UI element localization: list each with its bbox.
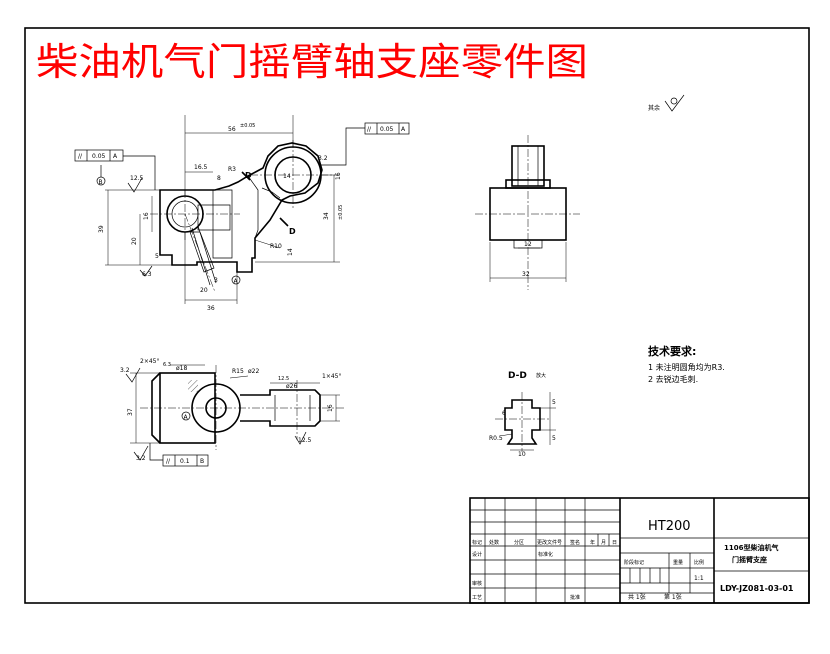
svg-text:ø18: ø18 (176, 365, 187, 372)
material-label: HT200 (648, 519, 691, 534)
svg-text:39: 39 (98, 225, 105, 233)
svg-text:34: 34 (323, 212, 330, 220)
svg-text:设计: 设计 (472, 551, 482, 558)
section-mark-d-bottom: D (289, 227, 296, 236)
svg-text:阶段标记: 阶段标记 (624, 559, 644, 566)
svg-text:工艺: 工艺 (472, 595, 482, 601)
sheet-index: 第 1张 (664, 593, 682, 601)
svg-text:比例: 比例 (694, 559, 704, 566)
svg-text:3.2: 3.2 (318, 155, 328, 162)
svg-text:月: 月 (601, 540, 606, 546)
svg-text:10: 10 (518, 451, 526, 458)
svg-text:14: 14 (287, 248, 294, 256)
svg-text:0.1: 0.1 (180, 458, 190, 465)
svg-text:A: A (401, 126, 406, 133)
svg-text:14: 14 (283, 173, 291, 180)
svg-text:R3: R3 (228, 166, 236, 173)
svg-text:16: 16 (335, 172, 342, 180)
svg-text:6.3: 6.3 (142, 271, 152, 278)
svg-text:12.5: 12.5 (298, 437, 312, 444)
datum-a-bottom-label: A (184, 414, 189, 421)
svg-text:12: 12 (524, 241, 532, 248)
svg-text:16.5: 16.5 (194, 164, 208, 171)
front-view: 56 ±0.05 16.5 8 R3 14 39 20 16 5 6.3 36 … (74, 115, 410, 312)
svg-text:12.5: 12.5 (278, 376, 289, 382)
svg-text:20: 20 (200, 287, 208, 294)
svg-text:5: 5 (155, 253, 159, 260)
svg-text:分区: 分区 (514, 539, 524, 546)
tech-requirement-2: 2 去锐边毛刺. (648, 374, 698, 384)
svg-text:ø22: ø22 (248, 368, 259, 375)
bottom-view: 2×45° 3.2 ø18 R15 ø22 ø26 1×45° 12.5 16 … (120, 358, 345, 467)
svg-text:R0.5: R0.5 (489, 435, 503, 442)
side-view: 12 32 (475, 135, 580, 290)
svg-text:1×45°: 1×45° (322, 373, 341, 380)
svg-text:签名: 签名 (570, 539, 580, 546)
svg-text:2×45°: 2×45° (140, 358, 159, 365)
svg-text://: // (78, 153, 83, 160)
svg-text:A: A (113, 153, 118, 160)
scale-value: 1:1 (694, 575, 704, 582)
svg-text:5: 5 (552, 399, 556, 406)
svg-text:±0.05: ±0.05 (338, 205, 344, 220)
datum-a-label: A (234, 278, 239, 285)
svg-text:年: 年 (590, 539, 595, 546)
svg-text:B: B (200, 458, 204, 465)
svg-text:R15: R15 (232, 368, 244, 375)
svg-text:37: 37 (127, 408, 134, 416)
drawing-title: 柴油机气门摇臂轴支座零件图 (36, 40, 588, 84)
svg-text:36: 36 (207, 305, 215, 312)
svg-text:处数: 处数 (489, 539, 499, 546)
tech-requirements-heading: 技术要求: (648, 344, 696, 358)
svg-text://: // (166, 458, 171, 465)
tech-requirements: 技术要求: 1 未注明圆角均为R3. 2 去锐边毛刺. (648, 344, 725, 384)
svg-text:ø26: ø26 (286, 383, 297, 390)
svg-text:6: 6 (502, 410, 506, 417)
svg-text:8: 8 (217, 175, 221, 182)
svg-text:3.2: 3.2 (120, 367, 130, 374)
drawing-number: LDY-JZ081-03-01 (720, 584, 794, 593)
svg-text:12.5: 12.5 (130, 175, 144, 182)
svg-text:放大: 放大 (536, 372, 546, 379)
tech-requirement-1: 1 未注明圆角均为R3. (648, 362, 725, 372)
svg-text:16: 16 (327, 404, 334, 412)
tolerance-frame-3: // 0.1 B (149, 443, 209, 467)
roughness-note: 其余 (648, 94, 685, 112)
svg-text:0.05: 0.05 (380, 126, 394, 133)
svg-text:日: 日 (612, 540, 617, 546)
tolerance-frame-1: // 0.05 A (74, 149, 156, 190)
svg-text:标准化: 标准化 (538, 551, 553, 558)
sheet-total: 共 1张 (628, 593, 646, 601)
svg-text:批准: 批准 (570, 594, 580, 601)
svg-text:更改文件号: 更改文件号 (537, 539, 562, 546)
svg-text:标记: 标记 (472, 539, 482, 546)
section-mark-d-top: D (245, 171, 252, 180)
datum-b-label: B (99, 179, 103, 186)
svg-text:32: 32 (522, 271, 530, 278)
dim-56: 56 (228, 126, 236, 133)
svg-text:5: 5 (552, 435, 556, 442)
title-block: 标记 处数 分区 更改文件号 签名 年 月 日 设计 标准化 阶段标记 重量 比… (469, 497, 810, 604)
svg-text://: // (367, 126, 372, 133)
section-label: D-D (508, 371, 527, 381)
svg-text:其余: 其余 (648, 104, 660, 112)
svg-text:±0.05: ±0.05 (240, 123, 255, 129)
drawing-border (24, 27, 810, 604)
svg-text:16: 16 (143, 212, 150, 220)
part-name-line1: 1106型柴油机气 (724, 543, 778, 552)
tolerance-frame-2: // 0.05 A (320, 122, 410, 166)
svg-text:6.3: 6.3 (163, 362, 171, 368)
svg-text:3: 3 (214, 277, 218, 284)
part-name-line2: 门摇臂支座 (732, 555, 767, 564)
svg-text:审核: 审核 (472, 580, 482, 587)
svg-text:重量: 重量 (673, 559, 683, 566)
section-view-dd: D-D 放大 6 5 5 R0.5 10 (489, 371, 556, 458)
svg-text:0.05: 0.05 (92, 153, 106, 160)
svg-text:20: 20 (131, 237, 138, 245)
